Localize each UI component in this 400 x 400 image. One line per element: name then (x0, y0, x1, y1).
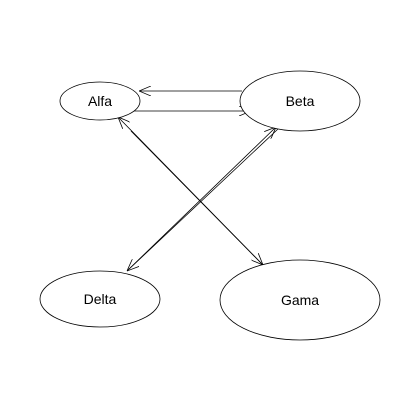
node-delta-label: Delta (84, 291, 117, 307)
edges-layer (118, 91, 279, 271)
edge-beta-to-delta (127, 128, 279, 271)
node-alfa-label: Alfa (88, 93, 112, 109)
node-alfa-shape (59, 81, 141, 121)
node-gama-shape (219, 259, 381, 341)
edge-gama-to-alfa (118, 117, 263, 265)
node-beta-label: Beta (286, 93, 315, 109)
node-beta-shape (239, 70, 361, 132)
node-delta[interactable]: Delta (39, 270, 161, 328)
node-alfa[interactable]: Alfa (59, 81, 141, 121)
node-gama-label: Gama (281, 292, 319, 308)
node-delta-shape (39, 270, 161, 328)
node-beta[interactable]: Beta (239, 70, 361, 132)
node-gama[interactable]: Gama (219, 259, 381, 341)
nodes-layer: Alfa Beta Delta Gama (39, 70, 381, 341)
edge-delta-to-beta (127, 127, 276, 271)
